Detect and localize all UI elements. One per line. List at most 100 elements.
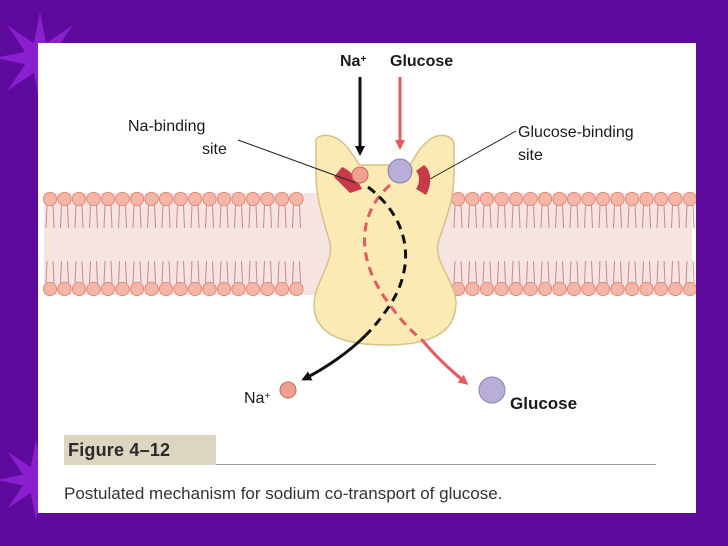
lipid-head xyxy=(173,191,188,207)
lipid-tail xyxy=(248,260,258,284)
lipid-head xyxy=(465,191,480,207)
lipid-tail xyxy=(161,260,171,284)
lipid-head xyxy=(231,191,246,207)
lipid-head xyxy=(552,191,567,207)
lipid-head xyxy=(289,191,304,207)
lipid-tail xyxy=(482,204,492,229)
lipid-tail xyxy=(74,260,84,284)
lipid-tail xyxy=(263,204,272,229)
lipid-tail xyxy=(234,204,243,229)
lipid-head xyxy=(465,281,480,297)
na-binding-label-line1: Na-binding xyxy=(128,118,206,135)
lipid-tail xyxy=(132,260,142,284)
lipid-head xyxy=(260,191,275,207)
lipid-tail xyxy=(277,204,287,229)
lipid-tail xyxy=(598,204,608,229)
lipid-tail xyxy=(190,204,200,229)
glucose-binding-label-line1: Glucose-binding xyxy=(518,124,634,141)
lipid-tail xyxy=(598,260,608,284)
lipid-tail xyxy=(219,260,229,284)
figure-caption: Postulated mechanism for sodium co-trans… xyxy=(64,484,503,503)
lipid-head xyxy=(552,281,567,297)
lipid-head xyxy=(100,281,116,297)
lipid-head xyxy=(624,281,640,297)
lipid-tail xyxy=(205,204,214,229)
lipid-head xyxy=(115,191,130,207)
lipid-head xyxy=(71,281,87,297)
lipid-head xyxy=(86,281,101,297)
lipid-tail xyxy=(468,204,477,229)
lipid-head xyxy=(158,281,174,297)
lipid-head xyxy=(581,191,596,207)
lipid-tail xyxy=(555,260,564,284)
lipid-tail xyxy=(132,204,142,229)
lipid-tail xyxy=(468,260,477,284)
lipid-head xyxy=(494,281,509,297)
na-top-symbol: Na xyxy=(340,53,361,70)
lipid-tail xyxy=(118,204,127,229)
lipid-tail xyxy=(613,204,622,229)
lipid-head xyxy=(71,191,87,207)
lipid-head xyxy=(479,281,495,297)
lipid-head xyxy=(158,191,174,207)
na-bottom-label: Na+ xyxy=(244,389,270,408)
lipid-tail xyxy=(627,260,637,284)
lipid-head xyxy=(682,281,696,297)
lipid-tail xyxy=(118,260,127,284)
lipid-tail xyxy=(453,260,463,284)
lipid-head xyxy=(42,191,58,207)
lipid-head xyxy=(231,281,246,297)
lipid-head xyxy=(42,281,58,297)
lipid-head xyxy=(450,191,466,207)
lipid-tail xyxy=(89,260,98,284)
lipid-tail xyxy=(540,260,550,284)
lipid-tail xyxy=(526,260,535,284)
lipid-tail xyxy=(147,204,156,229)
glucose-molecule-bound xyxy=(387,158,413,184)
lipid-head xyxy=(57,191,72,207)
lipid-head xyxy=(682,191,696,207)
lipid-head xyxy=(595,191,611,207)
lipid-head xyxy=(173,281,188,297)
lipid-tail xyxy=(103,260,113,284)
lipid-tail xyxy=(161,204,171,229)
lipid-head xyxy=(187,281,203,297)
lipid-head xyxy=(653,281,669,297)
lipid-tail xyxy=(277,260,287,284)
figure-divider xyxy=(216,464,656,465)
lipid-tail xyxy=(511,260,521,284)
lipid-head xyxy=(100,191,116,207)
lipid-tail xyxy=(613,260,622,284)
lipid-head xyxy=(639,281,654,297)
lipid-tail xyxy=(205,260,214,284)
na-top-charge: + xyxy=(360,54,367,65)
lipid-head xyxy=(668,191,683,207)
lipid-tail xyxy=(89,204,98,229)
lipid-head xyxy=(129,191,145,207)
glucose-binding-site xyxy=(416,165,431,195)
lipid-tail xyxy=(248,204,258,229)
lipid-tail xyxy=(292,260,301,284)
lipid-head xyxy=(479,191,495,207)
lipid-head xyxy=(129,281,145,297)
lipid-head xyxy=(508,281,524,297)
lipid-tail xyxy=(234,260,243,284)
lipid-tail xyxy=(190,260,200,284)
lipid-head xyxy=(610,191,625,207)
lipid-tail xyxy=(627,204,637,229)
lipid-tail xyxy=(482,260,492,284)
na-binding-leader xyxy=(237,139,357,184)
lipid-head xyxy=(289,281,304,297)
lipid-head xyxy=(537,191,553,207)
lipid-head xyxy=(86,191,101,207)
lipid-head xyxy=(523,191,538,207)
lipid-head xyxy=(187,191,203,207)
lipid-head xyxy=(581,281,596,297)
figure-panel: Na+ Glucose Na-binding site Glucose-bind… xyxy=(38,43,696,513)
lipid-head xyxy=(523,281,538,297)
lipid-tail xyxy=(45,204,55,229)
lipid-tail xyxy=(147,260,156,284)
na-bottom-symbol: Na xyxy=(244,390,265,407)
lipid-tail xyxy=(292,204,301,229)
lipid-head xyxy=(668,281,683,297)
